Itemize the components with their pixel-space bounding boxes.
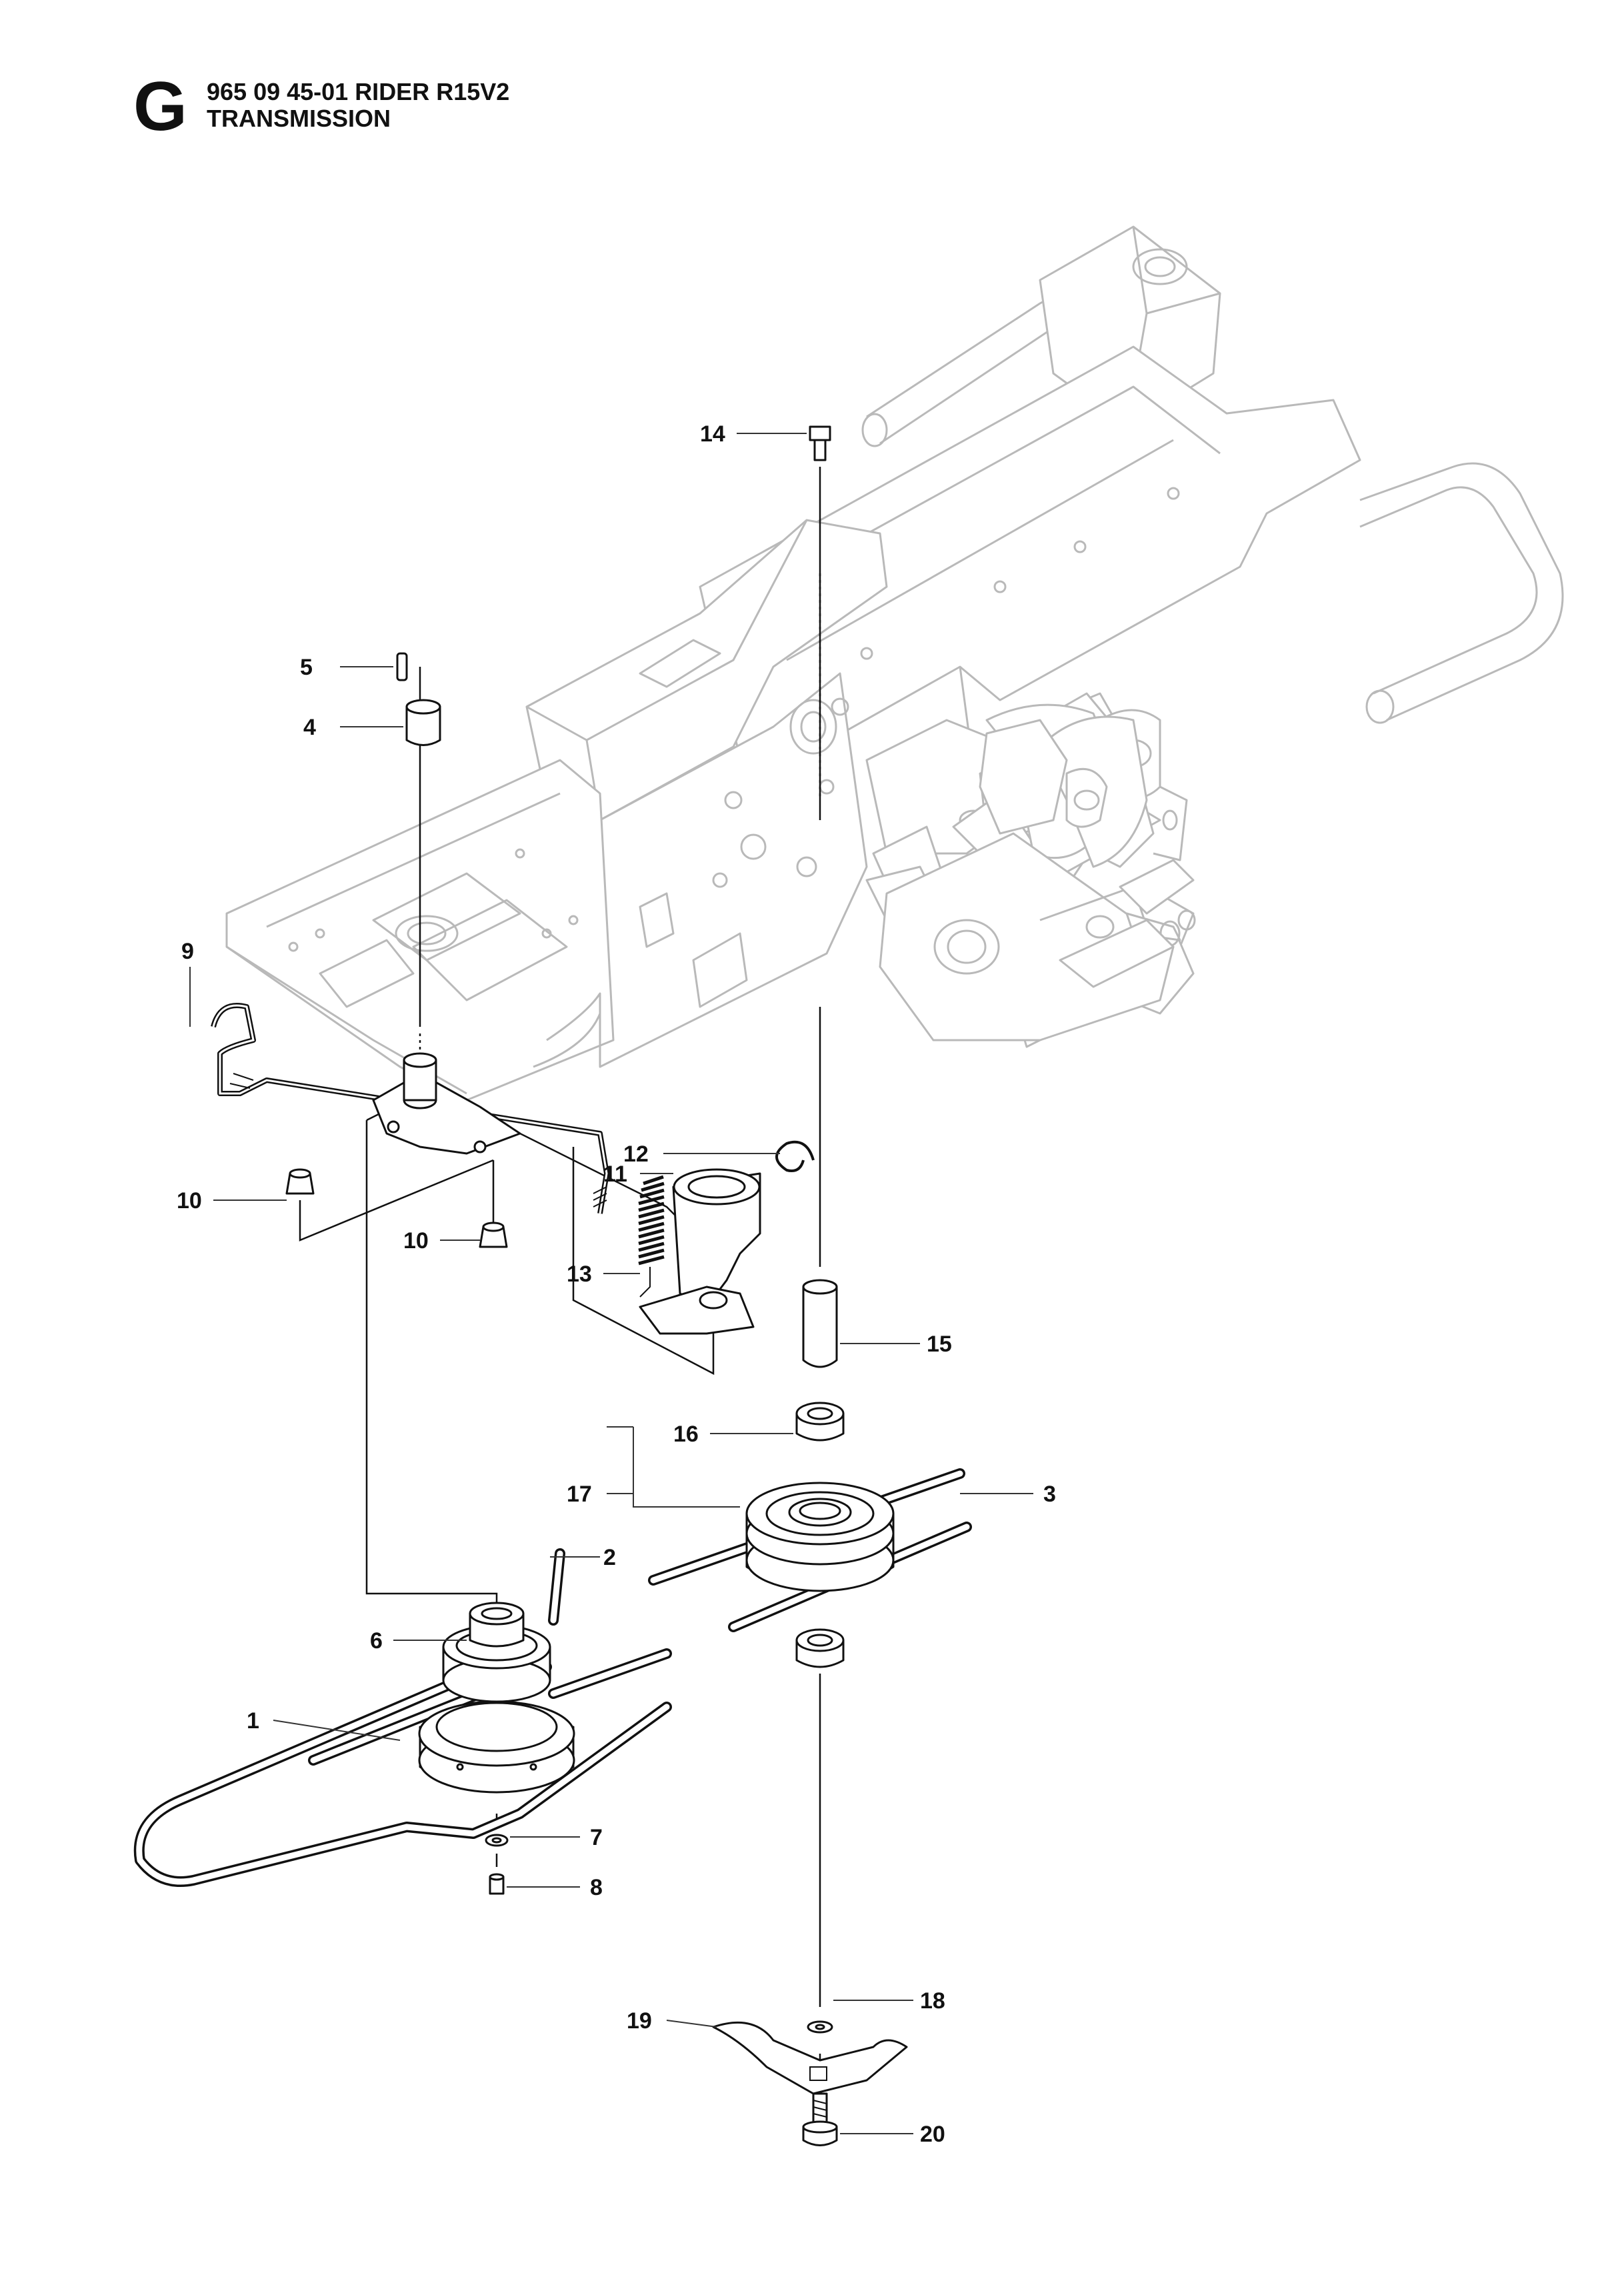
callout-1: 1: [247, 1708, 259, 1734]
part-13-spring: [638, 1175, 665, 1298]
part-14-sleeve: [802, 1279, 838, 1368]
callout-17: 16: [673, 1422, 699, 1447]
callout-20: 20: [920, 2122, 945, 2147]
callout-13: 13: [567, 1262, 592, 1287]
part-9-rod: [211, 1003, 609, 1214]
callout-9: 9: [181, 939, 194, 964]
part-19-plate: [712, 2021, 908, 2095]
part-12-circlip: [775, 1140, 815, 1172]
callout-3: 3: [1043, 1482, 1056, 1507]
callout-8: 8: [590, 1875, 603, 1900]
part-11-idler-arm: [639, 1168, 761, 1335]
callout-7: 7: [590, 1825, 603, 1850]
page-header: G 965 09 45-01 RIDER R15V2 TRANSMISSION: [133, 67, 933, 147]
callout-18: 18: [920, 1988, 945, 2014]
part-number: 965 09 45-01 RIDER R15V2: [207, 78, 510, 105]
part-17-bearing: [795, 1402, 845, 1442]
section-letter: G: [133, 68, 187, 145]
callout-19: 19: [627, 2008, 652, 2034]
lower-bearing: [795, 1628, 845, 1668]
assembly-name: TRANSMISSION: [207, 105, 391, 132]
callout-5: 5: [300, 655, 313, 680]
callout-labels: 14 5 4 9 10 10 12 11 13 15 16 17 3 2 6 1…: [177, 421, 1056, 2147]
part-15-bolt: [809, 425, 831, 461]
part-20-bolt: [802, 2092, 838, 2146]
callout-12: 12: [623, 1142, 649, 1167]
part-4-bushing: [405, 699, 441, 746]
part-16-pulley: [745, 1482, 895, 1592]
part-10-nut-center: [479, 1222, 508, 1248]
part-8-bolt: [489, 1873, 505, 1895]
callout-15: 14: [700, 421, 725, 447]
callout-4: 4: [303, 715, 316, 740]
callout-11: 11: [603, 1162, 627, 1187]
part-7-washer: [485, 1834, 509, 1847]
chassis-frame: [225, 225, 1564, 1101]
part-5-pin: [396, 652, 408, 681]
part-10-nut-left: [285, 1168, 315, 1195]
part-2-belt: [548, 1548, 565, 1626]
idler-bracket: [372, 1052, 521, 1155]
callout-14: 15: [927, 1332, 952, 1357]
callout-16: 17: [567, 1482, 592, 1507]
callout-6: 6: [370, 1628, 383, 1654]
part-1-belt: [133, 1648, 672, 1887]
part-6-double-pulley: [418, 1602, 575, 1794]
callout-2: 2: [603, 1545, 616, 1570]
callout-10-left: 10: [177, 1188, 202, 1214]
part-18-washer: [807, 2020, 833, 2034]
callout-10-center: 10: [403, 1228, 429, 1254]
leader-lines: [189, 433, 1033, 2134]
